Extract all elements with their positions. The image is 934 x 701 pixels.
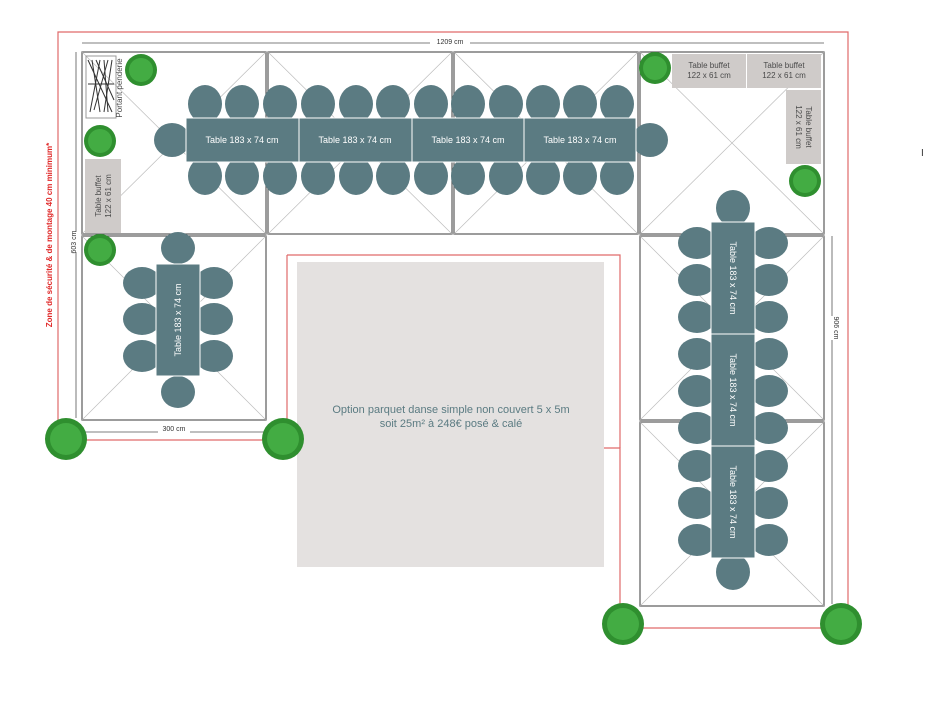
dance-floor: Option parquet danse simple non couvert … (297, 262, 604, 567)
svg-text:Table buffet: Table buffet (688, 61, 730, 70)
table-label-7: Table 183 x 74 cm (728, 353, 738, 426)
svg-text:Table buffet: Table buffet (763, 61, 805, 70)
dimension-right: 906 cm (826, 236, 839, 604)
right-long-table (678, 190, 788, 590)
plant-icon (84, 125, 116, 157)
svg-text:Table buffet: Table buffet (804, 106, 813, 148)
buffet-table-top-1: Table buffet 122 x 61 cm (672, 54, 746, 88)
svg-text:603 cm: 603 cm (71, 230, 78, 253)
plant-icon (820, 603, 862, 645)
safety-zone-label: Zone de sécurité & de montage 40 cm mini… (45, 142, 54, 327)
top-long-table (154, 85, 668, 195)
dimension-top: 1209 cm (82, 36, 824, 46)
svg-text:Option parquet danse simple no: Option parquet danse simple non couvert … (332, 404, 569, 416)
svg-text:soit 25m² à 248€ posé & calé: soit 25m² à 248€ posé & calé (380, 418, 522, 430)
buffet-table-top-2: Table buffet 122 x 61 cm (747, 54, 821, 88)
cursor-mark: I (921, 148, 924, 159)
coat-rack-label: Portant penderie (115, 58, 124, 118)
svg-text:122 x 61 cm: 122 x 61 cm (687, 71, 731, 80)
svg-text:1209 cm: 1209 cm (437, 39, 464, 46)
svg-text:Table buffet: Table buffet (94, 175, 103, 217)
table-label-2: Table 183 x 74 cm (318, 135, 391, 145)
svg-text:122 x 61 cm: 122 x 61 cm (794, 105, 803, 149)
svg-text:122 x 61 cm: 122 x 61 cm (762, 71, 806, 80)
dimension-left: 603 cm (69, 52, 81, 418)
plant-icon (45, 418, 87, 460)
dimension-bottom: 300 cm (82, 424, 266, 434)
plant-icon (84, 234, 116, 266)
coat-rack-icon (85, 55, 117, 119)
table-label-6: Table 183 x 74 cm (728, 241, 738, 314)
buffet-table-left: Table buffet 122 x 61 cm (85, 159, 121, 233)
table-label-8: Table 183 x 74 cm (728, 465, 738, 538)
table-label-4: Table 183 x 74 cm (543, 135, 616, 145)
svg-text:300 cm: 300 cm (163, 426, 186, 433)
table-label-5: Table 183 x 74 cm (173, 283, 183, 356)
plant-icon (639, 52, 671, 84)
svg-text:906 cm: 906 cm (832, 317, 839, 340)
plant-icon (789, 165, 821, 197)
left-table (123, 232, 233, 408)
table-label-1: Table 183 x 74 cm (205, 135, 278, 145)
plant-icon (125, 54, 157, 86)
buffet-table-right: Table buffet 122 x 61 cm (786, 90, 821, 164)
plant-icon (602, 603, 644, 645)
table-label-3: Table 183 x 74 cm (431, 135, 504, 145)
svg-text:122 x 61 cm: 122 x 61 cm (104, 174, 113, 218)
plant-icon (262, 418, 304, 460)
